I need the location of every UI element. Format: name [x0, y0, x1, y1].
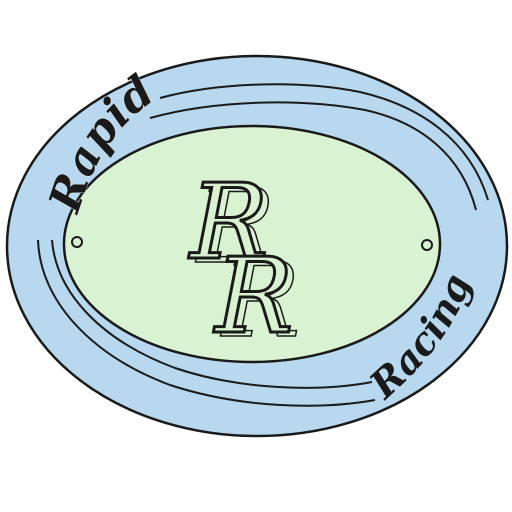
monogram: R R R R: [187, 160, 302, 362]
monogram-second-shadow: R: [220, 239, 300, 361]
track-line-top-outer: [159, 83, 489, 201]
monogram-first-shadow: R: [195, 165, 275, 287]
monogram-first-letter: R: [188, 161, 268, 283]
inner-oval: [62, 124, 442, 364]
track-line-left-outer: [37, 239, 376, 407]
track-line-left-inner: [51, 239, 373, 389]
track-line-top-inner: [149, 101, 477, 211]
rivet-left-icon: [71, 236, 83, 248]
rivet-right-icon: [421, 239, 433, 251]
monogram-second-letter: R: [213, 235, 293, 357]
